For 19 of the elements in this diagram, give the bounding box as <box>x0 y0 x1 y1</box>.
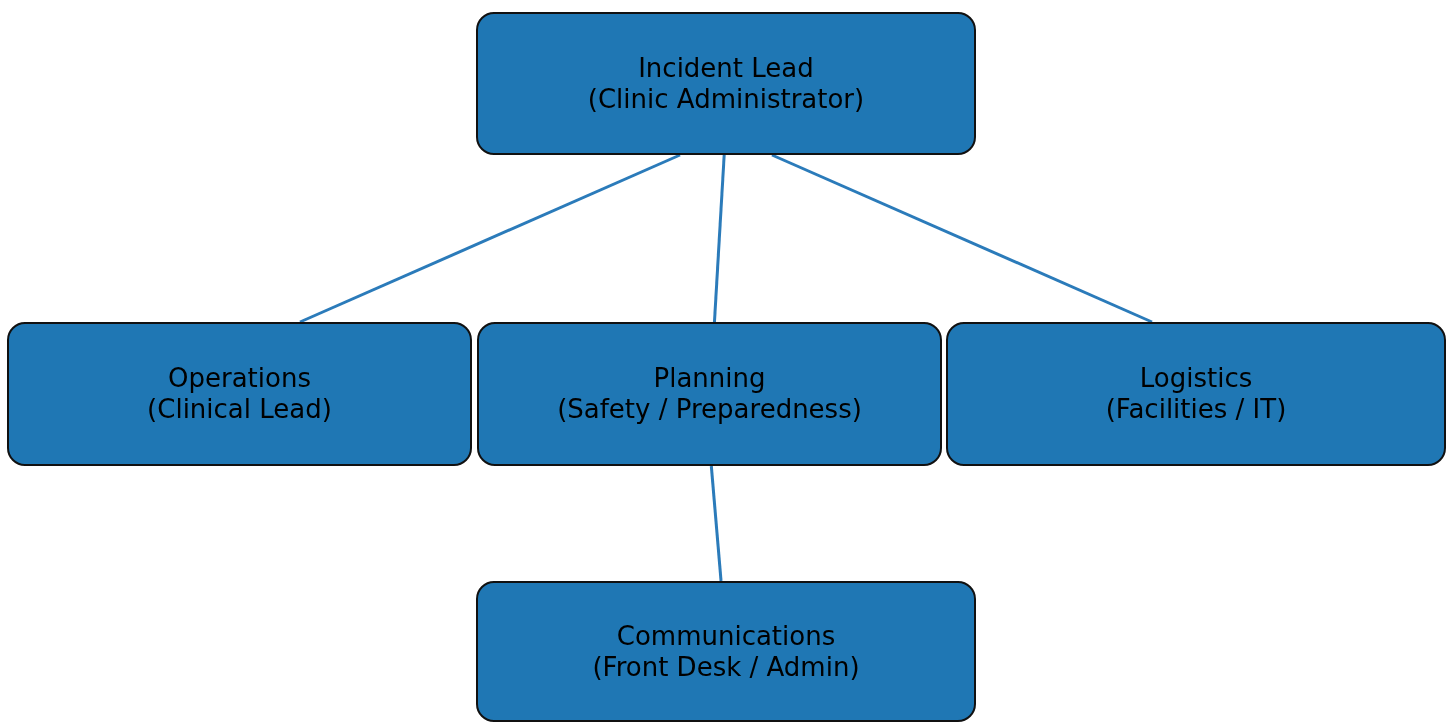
role-box <box>476 581 976 722</box>
role-subtitle: (Clinic Administrator) <box>587 83 865 115</box>
role-subtitle: (Facilities / IT) <box>1105 394 1287 425</box>
role-box <box>476 12 976 155</box>
role-title: Operations <box>168 363 311 394</box>
role-title: Communications <box>616 620 836 652</box>
connector-line <box>712 154 726 323</box>
role-box <box>477 322 942 466</box>
connector-line <box>771 153 1153 324</box>
role-subtitle: (Front Desk / Admin) <box>592 651 860 683</box>
role-box <box>7 322 472 466</box>
role-subtitle: (Safety / Preparedness) <box>557 394 862 425</box>
connector-line <box>709 465 723 582</box>
role-title: Incident Lead <box>638 52 814 84</box>
role-subtitle: (Clinical Lead) <box>147 394 332 425</box>
role-box <box>946 322 1446 466</box>
role-title: Planning <box>653 363 766 394</box>
connector-line <box>299 153 681 324</box>
role-title: Logistics <box>1139 363 1253 394</box>
